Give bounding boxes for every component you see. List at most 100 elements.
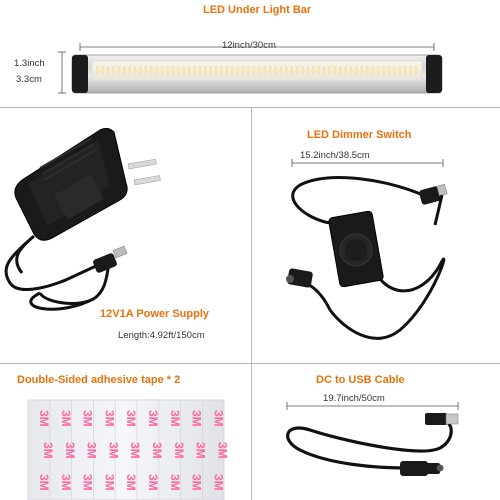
led-chip (139, 66, 142, 75)
power-supply-length-label: Length: (118, 330, 150, 341)
tape-print-3m: 3M (194, 442, 208, 459)
led-chip (366, 66, 369, 75)
tape-print-3m: 3M (106, 442, 120, 459)
led-chip (285, 66, 288, 75)
led-chip (187, 66, 191, 75)
light-bar-title: LED Under Light Bar (203, 4, 312, 16)
led-chip (371, 66, 374, 75)
led-chip (317, 66, 320, 75)
led-chip (339, 66, 342, 75)
led-chip (295, 66, 299, 75)
tape-print-3m: 3M (168, 474, 182, 491)
tape-print-3m: 3M (41, 442, 55, 459)
led-chip (96, 66, 99, 75)
led-chip (231, 66, 234, 75)
led-chip (344, 66, 347, 75)
led-chip (198, 66, 202, 75)
tape-print-3m: 3M (172, 442, 186, 459)
led-chip (166, 66, 169, 75)
divider-vertical (251, 108, 252, 500)
led-chip (268, 66, 272, 75)
tape-print-3m: 3M (102, 474, 116, 491)
tape-print-3m: 3M (85, 442, 99, 459)
tape-print-3m: 3M (128, 442, 142, 459)
led-chip (382, 66, 385, 75)
led-chip (171, 66, 175, 75)
led-chip (376, 66, 380, 75)
light-bar-height-inch: 1.3inch (14, 58, 45, 69)
tape-print-3m: 3M (146, 474, 160, 491)
led-chip (306, 66, 310, 75)
power-supply-length-value: 4.92ft/150cm (149, 330, 205, 341)
led-chip (236, 66, 239, 75)
led-chip (128, 66, 131, 75)
led-chip (106, 66, 110, 75)
led-chip (101, 66, 104, 75)
led-chip (301, 66, 304, 75)
led-chip (263, 66, 266, 75)
led-chip (247, 66, 250, 75)
led-chip (312, 66, 315, 75)
tape-print-3m: 3M (124, 410, 138, 427)
tape-print-3m: 3M (81, 474, 95, 491)
tape-print-3m: 3M (81, 410, 95, 427)
led-chip (117, 66, 121, 75)
led-chip (133, 66, 137, 75)
divider-horizontal-top (0, 107, 500, 108)
led-chip (204, 66, 207, 75)
tape-print-3m: 3M (37, 474, 51, 491)
led-chip (252, 66, 256, 75)
led-chip (328, 66, 331, 75)
tape-print-3m: 3M (190, 474, 204, 491)
tape-print-3m: 3M (63, 442, 77, 459)
usb-cable-title: DC to USB Cable (316, 374, 405, 386)
tape-print-3m: 3M (150, 442, 164, 459)
led-chip (398, 66, 401, 75)
tape-print-3m: 3M (124, 474, 138, 491)
tape-print-3m: 3M (59, 474, 73, 491)
led-chip (349, 66, 353, 75)
led-chip (144, 66, 148, 75)
power-supply-title: 12V1A Power Supply (100, 308, 210, 320)
light-bar-height-cm: 3.3cm (16, 74, 42, 85)
tape-print-3m: 3M (215, 442, 229, 459)
led-chip (182, 66, 185, 75)
led-chip (209, 66, 212, 75)
tape-print-3m: 3M (168, 410, 182, 427)
led-chip (220, 66, 223, 75)
light-bar-image (71, 54, 443, 94)
tape-print-3m: 3M (102, 410, 116, 427)
led-chip (193, 66, 196, 75)
tape-print-3m: 3M (211, 474, 225, 491)
led-chip (393, 66, 396, 75)
dimmer-length: 15.2inch/38.5cm (300, 150, 370, 161)
tape-print-3m: 3M (190, 410, 204, 427)
led-chip (160, 66, 164, 75)
led-chip (360, 66, 364, 75)
led-chip (403, 66, 407, 75)
tape-print-3m: 3M (211, 410, 225, 427)
led-chip (123, 66, 126, 75)
light-bar-length-dimension (58, 43, 435, 94)
led-chip (177, 66, 180, 75)
led-chip (225, 66, 229, 75)
usb-cable-length: 19.7inch/50cm (323, 393, 385, 404)
power-supply-length: Length:4.92ft/150cm (118, 330, 205, 341)
tape-print-3m: 3M (59, 410, 73, 427)
tape-print-3m: 3M (146, 410, 160, 427)
led-chip (409, 66, 412, 75)
led-chip (279, 66, 283, 75)
led-chip (112, 66, 115, 75)
led-chip (355, 66, 358, 75)
tape-print-3m: 3M (37, 410, 51, 427)
led-chip (241, 66, 245, 75)
led-chip (290, 66, 293, 75)
led-chip (274, 66, 277, 75)
divider-horizontal-bottom (0, 363, 500, 364)
led-chip (387, 66, 391, 75)
tape-title: Double-Sided adhesive tape * 2 (17, 374, 181, 386)
led-chip (258, 66, 261, 75)
